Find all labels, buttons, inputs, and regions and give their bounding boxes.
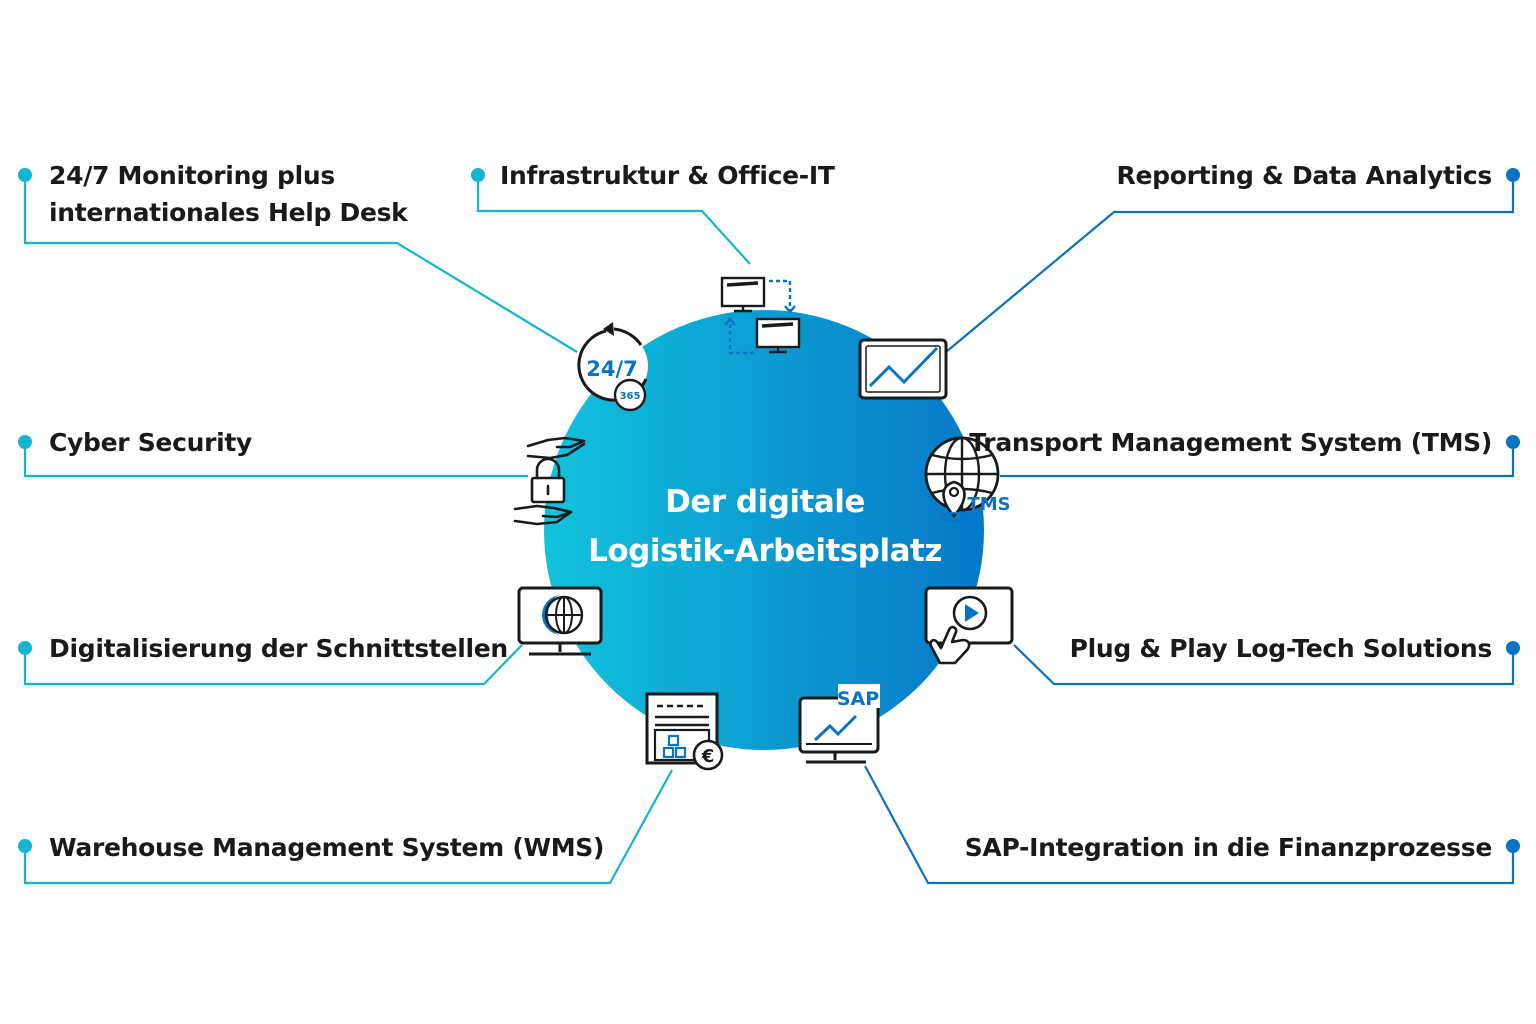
center-title-line2: Logistik-Arbeitsplatz	[588, 533, 942, 569]
label-plugplay: Plug & Play Log-Tech Solutions	[1069, 634, 1493, 663]
euro-symbol: €	[701, 746, 715, 767]
computers-sync-icon	[720, 276, 801, 355]
connector-plugplay	[1013, 644, 1515, 686]
connector-reporting	[945, 175, 1515, 353]
center-title: Der digitale Logistik-Arbeitsplatz	[545, 478, 985, 576]
label-schnittstellen: Digitalisierung der Schnittstellen	[49, 634, 508, 663]
center-title-line1: Der digitale	[665, 484, 865, 520]
connector-sap	[864, 765, 1515, 885]
clock-365-text: 365	[620, 391, 641, 402]
dot-infrastruktur	[471, 168, 485, 182]
label-reporting: Reporting & Data Analytics	[1116, 161, 1493, 190]
label-tms: Transport Management System (TMS)	[969, 428, 1492, 457]
label-monitoring: 24/7 Monitoring plus internationales Hel…	[49, 157, 408, 231]
connector-wms	[23, 769, 673, 885]
connector-cyber	[23, 442, 528, 478]
clock-247-icon: 24/7 365	[577, 322, 648, 412]
warehouse-euro-icon: €	[645, 692, 724, 771]
dot-cyber	[18, 435, 32, 449]
monitor-globe-icon	[517, 586, 603, 656]
label-monitoring-line2: internationales Help Desk	[49, 198, 408, 227]
label-sap: SAP-Integration in die Finanzprozesse	[964, 833, 1493, 862]
line-chart-icon	[858, 338, 948, 400]
label-monitoring-line1: 24/7 Monitoring plus	[49, 161, 336, 190]
globe-pin-icon: TMS	[924, 436, 1011, 523]
sap-monitor-icon: SAP	[798, 684, 880, 764]
dot-wms	[18, 839, 32, 853]
tms-text: TMS	[967, 494, 1010, 515]
dot-sap	[1506, 839, 1520, 853]
center-circle	[544, 310, 984, 750]
connector-tms	[1000, 442, 1515, 478]
connector-schnittstellen	[23, 644, 523, 686]
label-cyber: Cyber Security	[49, 428, 253, 457]
label-wms: Warehouse Management System (WMS)	[49, 833, 605, 862]
dot-schnittstellen	[18, 641, 32, 655]
connector-monitoring	[23, 175, 578, 353]
label-infrastruktur: Infrastruktur & Office-IT	[500, 161, 835, 190]
sap-text: SAP	[837, 688, 879, 710]
dot-plugplay	[1506, 641, 1520, 655]
dot-monitoring	[18, 168, 32, 182]
dot-tms	[1506, 435, 1520, 449]
clock-247-text: 24/7	[586, 357, 638, 381]
hands-lock-icon	[513, 436, 586, 526]
connector-infrastruktur	[476, 175, 751, 265]
dot-reporting	[1506, 168, 1520, 182]
touch-play-icon	[924, 586, 1014, 665]
